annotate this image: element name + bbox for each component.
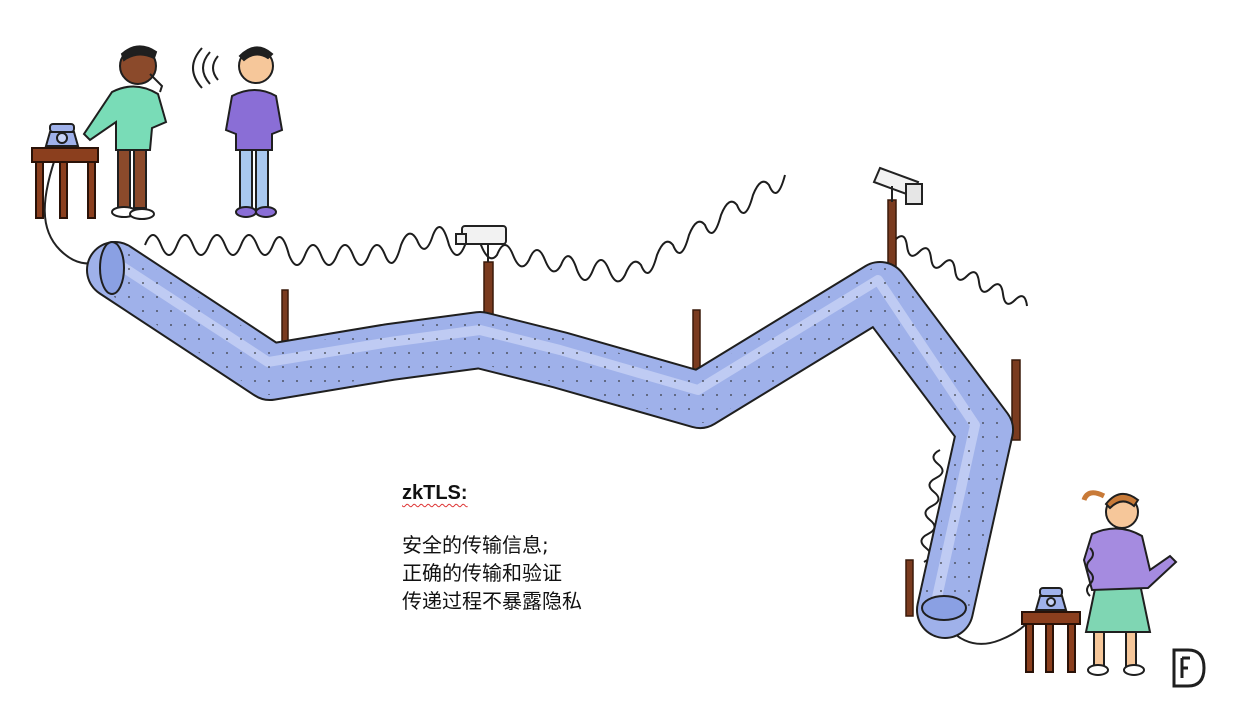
barbed-wire-right — [894, 235, 1028, 307]
caption-line-3: 传递过程不暴露隐私 — [402, 589, 582, 613]
table-left — [31, 147, 99, 219]
phone-cord-right — [1086, 547, 1094, 597]
pipe-end-left — [99, 241, 125, 295]
caption-line-1: 安全的传输信息; — [402, 533, 549, 557]
telephone-icon — [1034, 587, 1068, 611]
caption-block: zkTLS: 安全的传输信息; 正确的传输和验证 传递过程不暴露隐私 — [402, 482, 582, 615]
eavesdropper — [192, 46, 284, 218]
pipe-end-right — [921, 595, 967, 621]
table-right — [1021, 611, 1081, 673]
caption-title: zkTLS: — [402, 482, 468, 504]
caption-line-2: 正确的传输和验证 — [402, 561, 562, 585]
man-caller — [82, 45, 168, 220]
telephone-icon — [44, 123, 80, 147]
pipe-rivets — [102, 250, 1008, 615]
security-camera-icon — [872, 166, 923, 205]
woman-receiver — [1081, 490, 1178, 676]
brand-logo-icon — [1172, 648, 1206, 688]
security-camera-icon — [455, 225, 507, 262]
barbed-wire-lower — [920, 449, 944, 563]
